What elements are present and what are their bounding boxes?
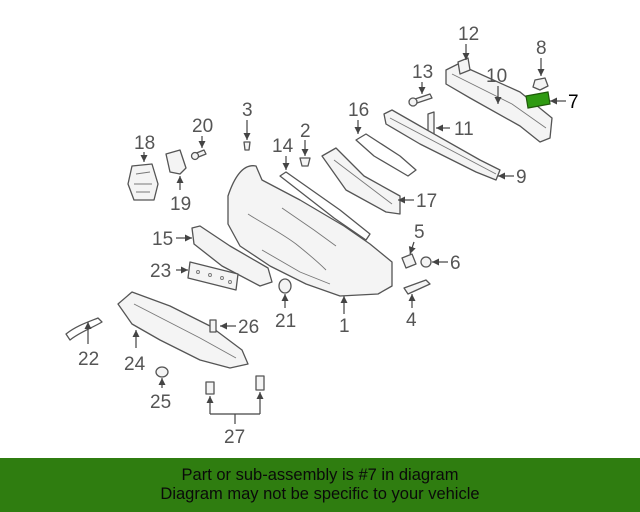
leader-lines (84, 44, 566, 424)
bracket-part-19 (165, 149, 187, 175)
banner-line-part: Part or sub-assembly is #7 in diagram (181, 466, 459, 484)
bumper-cover (227, 165, 393, 297)
callout-15: 15 (152, 229, 173, 250)
callout-26: 26 (238, 317, 259, 338)
bolt-part-27a (205, 381, 215, 395)
callout-4: 4 (406, 310, 417, 331)
callout-5: 5 (414, 222, 425, 243)
callout-13: 13 (412, 62, 433, 83)
callout-21: 21 (275, 311, 296, 332)
callout-14: 14 (272, 136, 294, 157)
wire-part-22 (65, 317, 103, 341)
ring-part-21 (278, 278, 292, 294)
callout-27: 27 (224, 427, 245, 448)
callout-7[interactable]: 7 (568, 92, 579, 113)
callout-1: 1 (339, 316, 350, 337)
callout-23: 23 (150, 261, 171, 282)
info-banner: Part or sub-assembly is #7 in diagram Di… (0, 458, 640, 512)
callout-20: 20 (192, 116, 213, 137)
clip-part-6 (420, 256, 432, 268)
bracket-part-18 (127, 163, 159, 201)
parts-diagram: 12 8 7 10 13 11 16 9 17 14 2 3 20 18 19 … (65, 24, 579, 448)
banner-line-disclaimer: Diagram may not be specific to your vehi… (160, 485, 480, 503)
callout-labels: 12 8 7 10 13 11 16 9 17 14 2 3 20 18 19 … (78, 24, 579, 448)
callout-22: 22 (78, 349, 99, 370)
bolt-part-13 (408, 93, 433, 107)
strip-part-16 (355, 133, 417, 177)
grille-part-17 (321, 147, 401, 215)
callout-10: 10 (486, 66, 507, 87)
callout-2: 2 (300, 121, 311, 142)
callout-24: 24 (124, 354, 146, 375)
callout-11: 11 (454, 119, 474, 140)
callout-9: 9 (516, 167, 527, 188)
nut-part-8 (532, 77, 549, 91)
callout-12: 12 (458, 24, 479, 45)
nut-part-25 (155, 366, 169, 378)
bolt-part-27b (255, 375, 265, 391)
plate-bracket-part-23 (187, 261, 239, 291)
clip-part-5 (401, 253, 417, 269)
clip-part-26 (209, 319, 217, 333)
callout-25: 25 (150, 392, 171, 413)
molding-part-14 (279, 171, 371, 241)
energy-absorber (383, 109, 501, 181)
callout-19: 19 (170, 194, 191, 215)
screw-part-20 (190, 149, 207, 161)
callout-8: 8 (536, 38, 547, 59)
bracket-part-4 (403, 279, 431, 295)
lower-grille-part-15 (191, 225, 273, 287)
callout-16: 16 (348, 100, 369, 121)
callout-3: 3 (242, 100, 253, 121)
clip-part-2 (299, 157, 311, 167)
callout-18: 18 (134, 133, 155, 154)
highlighted-part-7[interactable] (525, 91, 551, 109)
callout-6: 6 (450, 253, 461, 274)
clip-part-3 (243, 141, 251, 151)
callout-17: 17 (416, 191, 437, 212)
undercover-part-24 (117, 291, 249, 369)
